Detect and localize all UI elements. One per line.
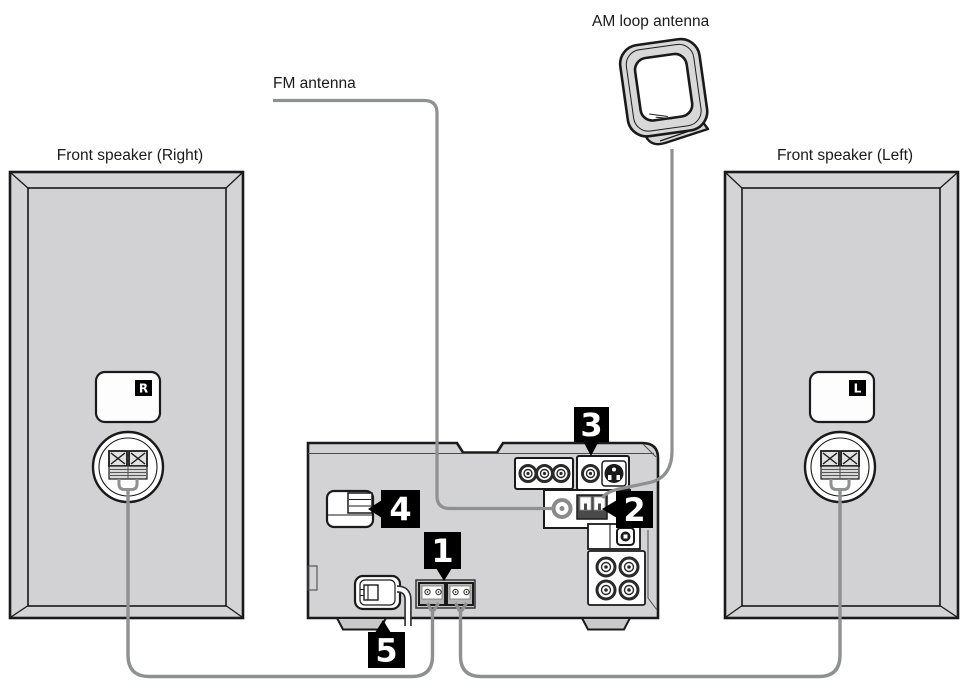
rca-jack-icon [618,556,640,578]
callout-pointer-down [436,568,452,581]
callout-5: 5 [368,620,405,670]
callout-box [574,407,609,442]
rca-jack-icon [595,556,617,578]
loop-depth-line [625,43,702,132]
wire-loop [117,479,139,491]
label-plate [808,370,876,424]
fm-coax-jack-icon [551,498,573,519]
bevel-line [938,172,958,190]
callout-box [616,491,653,528]
callout-number: 2 [623,491,645,529]
switch-lines [349,498,371,507]
bevel-line [10,172,30,190]
cord-retainer-inner [359,579,396,606]
bevel-line [725,604,744,618]
main-unit-rear-panel [306,441,660,631]
front-speaker-left: L [723,170,960,620]
loop-inner [633,52,694,122]
speaker-terminal-block-right-channel [418,582,446,606]
optical-digital-jack-icon [616,527,635,546]
plug-prongs [360,585,369,600]
power-cord-core [396,586,411,626]
callout-number: 3 [580,406,602,444]
fm-antenna-label: FM antenna [273,75,356,92]
unit-speaker-terminals [415,579,476,612]
selector-switch-icon [347,492,373,514]
bevel-line [725,172,744,190]
rca-jack-icon [518,464,538,483]
speaker-badge-left: L [854,382,862,396]
callout-pointer-left [368,500,382,518]
plug-icon [363,584,379,601]
speaker-terminal-cup-left [803,430,877,504]
callout-pointer-left [602,500,617,518]
speaker-terminal-block-left-channel [446,582,474,606]
fm-antenna-wire [273,98,553,511]
right-edge-detail [647,597,658,611]
callout-4: 4 [368,490,420,529]
speaker-badge-right: R [139,382,148,396]
antenna-loop [618,37,709,138]
rca-jack-icon [581,464,600,483]
callout-box [424,532,461,569]
ac-power-cord [353,574,412,626]
terminal-wire-prongs [426,602,468,612]
am-terminal-icon [576,494,608,520]
video-out-jacks [514,457,574,490]
speaker-terminal-cup-right [91,430,165,504]
corner-detail-line [642,443,657,458]
label-plate [94,370,162,424]
rca-jack-icon [595,579,617,601]
unit-foot [580,617,632,631]
terminal-hatch [110,466,146,479]
speaker-label-plate-right: R [94,370,162,424]
callout-3: 3 [574,406,609,456]
front-speaker-right-label: Front speaker (Right) [57,147,203,164]
voltage-selector [325,489,375,529]
bevel-line [938,604,958,618]
left-edge-slot [307,565,318,591]
callout-box [368,632,405,668]
badge-box [849,380,866,396]
clip-x-pattern [110,452,146,465]
rca-jack-icon [535,464,554,483]
am-antenna-wire [601,149,674,499]
audio-jacks-box [587,550,646,606]
loop-detail-lines [649,113,673,120]
s-video-jack-icon [601,460,627,487]
clip-x-pattern [822,452,858,465]
front-speaker-left-label: Front speaker (Left) [777,147,913,164]
callout-box [381,490,420,528]
callout-number: 5 [375,632,397,670]
callout-2: 2 [602,491,653,529]
bevel-line [224,604,243,618]
callout-pointer-down [583,441,599,456]
badge-box [135,380,152,396]
callout-pointer-up [375,620,391,633]
speaker-label-plate-left: L [808,370,876,424]
callout-1: 1 [424,532,461,581]
rca-jack-icon [618,579,640,601]
wire-loop [829,479,851,491]
am-loop-antenna-label: AM loop antenna [592,13,710,30]
bevel-line [10,604,30,618]
left-speaker-wire [458,490,842,679]
callout-number: 1 [431,532,453,570]
bevel-line [224,172,243,190]
am-loop-antenna [618,37,710,146]
optical-digital-box [587,523,641,550]
terminal-hatch [822,466,858,479]
rca-jack-icon [551,464,571,483]
right-speaker-wire [126,490,435,679]
callout-number: 4 [389,491,411,529]
component-video-jack-box [576,455,630,491]
